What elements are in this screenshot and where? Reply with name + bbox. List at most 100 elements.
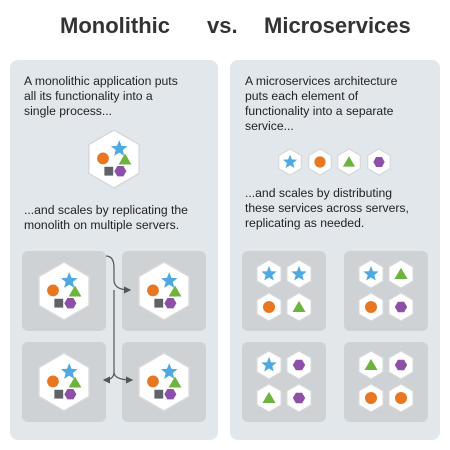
monolith-replica-3: [38, 352, 90, 412]
microservices-scale-line-2: these services across servers,: [245, 201, 409, 215]
circle-icon: [47, 284, 59, 297]
circle-icon: [314, 156, 326, 168]
micro-server-3-service-3: [256, 383, 282, 413]
microservices-intro: A microservices architecture puts each e…: [245, 74, 397, 134]
microservices-title: Microservices: [264, 13, 411, 38]
triangle-icon: [342, 156, 356, 167]
hexagon-icon: [64, 389, 77, 400]
monolith-hexagon: [38, 352, 90, 412]
microservices-intro-line-3: functionality into a separate: [245, 104, 394, 118]
hexagon-icon: [114, 166, 127, 177]
circle-icon: [97, 152, 109, 165]
microservices-intro-line-2: puts each element of: [245, 89, 359, 103]
micro-server-box-3: [242, 342, 326, 422]
square-icon: [104, 166, 114, 176]
triangle-icon: [168, 285, 182, 297]
micro-server-4-service-2: [388, 350, 414, 380]
micro-server-4-service-3: [358, 383, 384, 413]
monolith-hexagon: [138, 261, 190, 321]
vs-label: vs.: [207, 13, 238, 38]
star-icon: [261, 356, 277, 372]
monolithic-intro-line-3: single process...: [24, 104, 113, 118]
triangle-icon: [262, 391, 276, 404]
microservices-scale-line-3: replicating as needed.: [245, 216, 365, 230]
monolithic-intro-line-2: all its functionality into a: [24, 89, 153, 103]
microservices-intro-line-1: A microservices architecture: [245, 74, 398, 88]
circle-icon: [364, 300, 378, 314]
connector-to-server-2: [105, 255, 132, 294]
connector-to-server-4: [113, 371, 134, 384]
service-circle: [308, 148, 332, 176]
hexagon-icon: [164, 389, 177, 400]
triangle-icon: [68, 376, 82, 388]
hexagon-icon: [373, 157, 385, 167]
micro-server-box-4: [344, 342, 428, 422]
micro-server-3-service-4: [286, 383, 312, 413]
triangle-icon: [292, 300, 306, 313]
hexagon-icon: [394, 301, 408, 313]
monolith-hexagon: [88, 129, 140, 189]
micro-server-2-service-2: [388, 259, 414, 289]
microservices-scale-text: ...and scales by distributing these serv…: [245, 186, 409, 231]
circle-icon: [147, 375, 159, 388]
monolith-replica-4: [138, 352, 190, 412]
service-star: [278, 148, 302, 176]
triangle-icon: [168, 376, 182, 388]
micro-server-1-service-4: [286, 292, 312, 322]
micro-server-box-2: [344, 251, 428, 331]
square-icon: [54, 389, 64, 399]
micro-server-2-service-3: [358, 292, 384, 322]
star-icon: [282, 154, 298, 169]
micro-server-3-service-1: [256, 350, 282, 380]
monolith-hexagon: [38, 261, 90, 321]
service-triangle: [337, 148, 361, 176]
circle-icon: [147, 284, 159, 297]
connector-to-server-3: [102, 290, 115, 384]
monolithic-scale-line-1: ...and scales by replicating the: [24, 203, 188, 217]
hexagon-icon: [64, 298, 77, 309]
triangle-icon: [364, 358, 378, 371]
micro-server-box-1: [242, 251, 326, 331]
micro-server-1-service-2: [286, 259, 312, 289]
service-hexagon: [367, 148, 391, 176]
micro-server-4-service-1: [358, 350, 384, 380]
monolith-replica-2: [138, 261, 190, 321]
triangle-icon: [394, 267, 408, 280]
microservices-intro-line-4: service...: [245, 119, 294, 133]
monolithic-intro: A monolithic application puts all its fu…: [24, 74, 178, 119]
replication-connectors: [102, 255, 134, 384]
hexagon-icon: [164, 298, 177, 309]
circle-icon: [394, 391, 408, 405]
monolithic-intro-line-1: A monolithic application puts: [24, 74, 178, 88]
square-icon: [54, 298, 64, 308]
star-icon: [160, 363, 178, 379]
monolith-main: [88, 129, 140, 189]
micro-server-2-service-4: [388, 292, 414, 322]
hexagon-icon: [292, 359, 306, 371]
hexagon-icon: [292, 392, 306, 404]
circle-icon: [47, 375, 59, 388]
star-icon: [110, 140, 128, 156]
monolith-hexagon: [138, 352, 190, 412]
hexagon-icon: [394, 359, 408, 371]
star-icon: [160, 272, 178, 288]
circle-icon: [262, 300, 276, 314]
circle-icon: [364, 391, 378, 405]
star-icon: [363, 265, 379, 281]
star-icon: [60, 272, 78, 288]
star-icon: [60, 363, 78, 379]
micro-server-1-service-3: [256, 292, 282, 322]
micro-server-2-service-1: [358, 259, 384, 289]
monolithic-title: Monolithic: [60, 13, 170, 38]
monolith-replica-1: [38, 261, 90, 321]
triangle-icon: [118, 153, 132, 165]
triangle-icon: [68, 285, 82, 297]
square-icon: [154, 389, 164, 399]
micro-server-3-service-2: [286, 350, 312, 380]
microservices-scale-line-1: ...and scales by distributing: [245, 186, 393, 200]
monolithic-scale-text: ...and scales by replicating the monolit…: [24, 203, 188, 233]
micro-server-4-service-4: [388, 383, 414, 413]
star-icon: [291, 265, 307, 281]
micro-server-1-service-1: [256, 259, 282, 289]
